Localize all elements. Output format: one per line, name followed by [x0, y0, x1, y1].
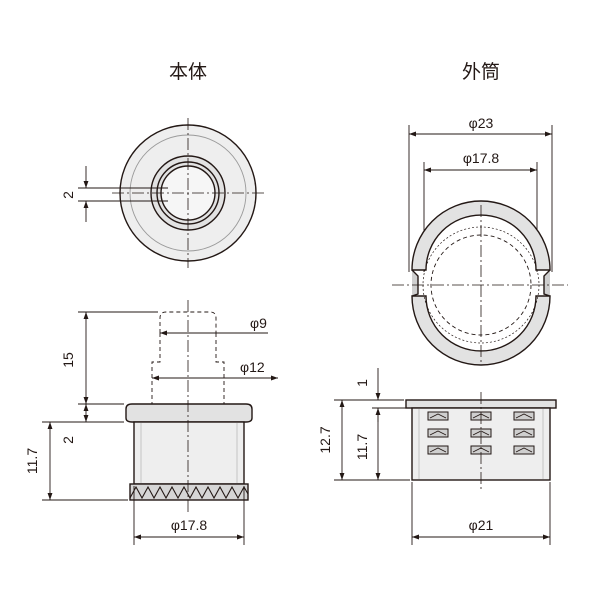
sleeve-top-upper-half — [411, 200, 551, 271]
body-side-pin-top-hidden — [159, 311, 217, 333]
dim-body-height: 11.7 — [24, 448, 40, 474]
body-side-flange — [125, 403, 253, 423]
sleeve-top-left-clip — [411, 269, 419, 297]
sleeve-slot — [427, 428, 449, 438]
body-side-knurl-teeth — [129, 485, 249, 500]
dim-body-pin-height: 15 — [60, 352, 76, 368]
sleeve-top-right-clip — [543, 269, 551, 297]
heading-body: 本体 — [169, 61, 207, 83]
sleeve-slot-chevron — [515, 413, 533, 419]
body-top-view: 2 — [60, 118, 266, 268]
dim-body-flange: 2 — [60, 436, 76, 444]
dim-sleeve-flange: 1 — [354, 379, 370, 387]
body-side-knurl-band — [129, 483, 249, 501]
body-side-pin-lower-hidden — [151, 333, 161, 404]
body-side-barrel — [133, 421, 245, 485]
sleeve-slot — [427, 411, 449, 421]
body-side-pin-lower-hidden-right — [215, 333, 225, 404]
dim-sleeve-phi23: φ23 — [469, 115, 494, 131]
dim-sleeve-total-height: 12.7 — [317, 426, 333, 453]
sleeve-top-view: φ23 φ17.8 — [392, 115, 568, 366]
sleeve-top-lower-half — [411, 295, 551, 366]
sleeve-side-view: 1 12.7 11.7 φ21 — [317, 368, 557, 545]
sleeve-slot — [513, 428, 535, 438]
dim-body-top-gap: 2 — [60, 191, 76, 199]
sleeve-slot-chevron — [472, 430, 490, 436]
dim-body-phi12: φ12 — [240, 359, 265, 375]
dim-body-phi9: φ9 — [250, 315, 267, 331]
sleeve-slot-chevron — [515, 447, 533, 453]
dim-body-diameter: φ17.8 — [171, 517, 208, 533]
sleeve-slot — [427, 445, 449, 455]
dim-sleeve-diameter: φ21 — [469, 517, 494, 533]
dim-sleeve-phi17-8: φ17.8 — [463, 150, 500, 166]
sleeve-slot-chevron — [429, 447, 447, 453]
sleeve-slot-chevron — [515, 430, 533, 436]
body-side-view: 15 2 11.7 φ9 φ12 φ17.8 — [24, 300, 278, 545]
dim-sleeve-body-height: 11.7 — [354, 434, 370, 460]
heading-sleeve: 外筒 — [462, 61, 500, 83]
sleeve-slot — [513, 411, 535, 421]
sleeve-slot-chevron — [429, 413, 447, 419]
sleeve-slot-chevron — [429, 430, 447, 436]
sleeve-slot — [513, 445, 535, 455]
